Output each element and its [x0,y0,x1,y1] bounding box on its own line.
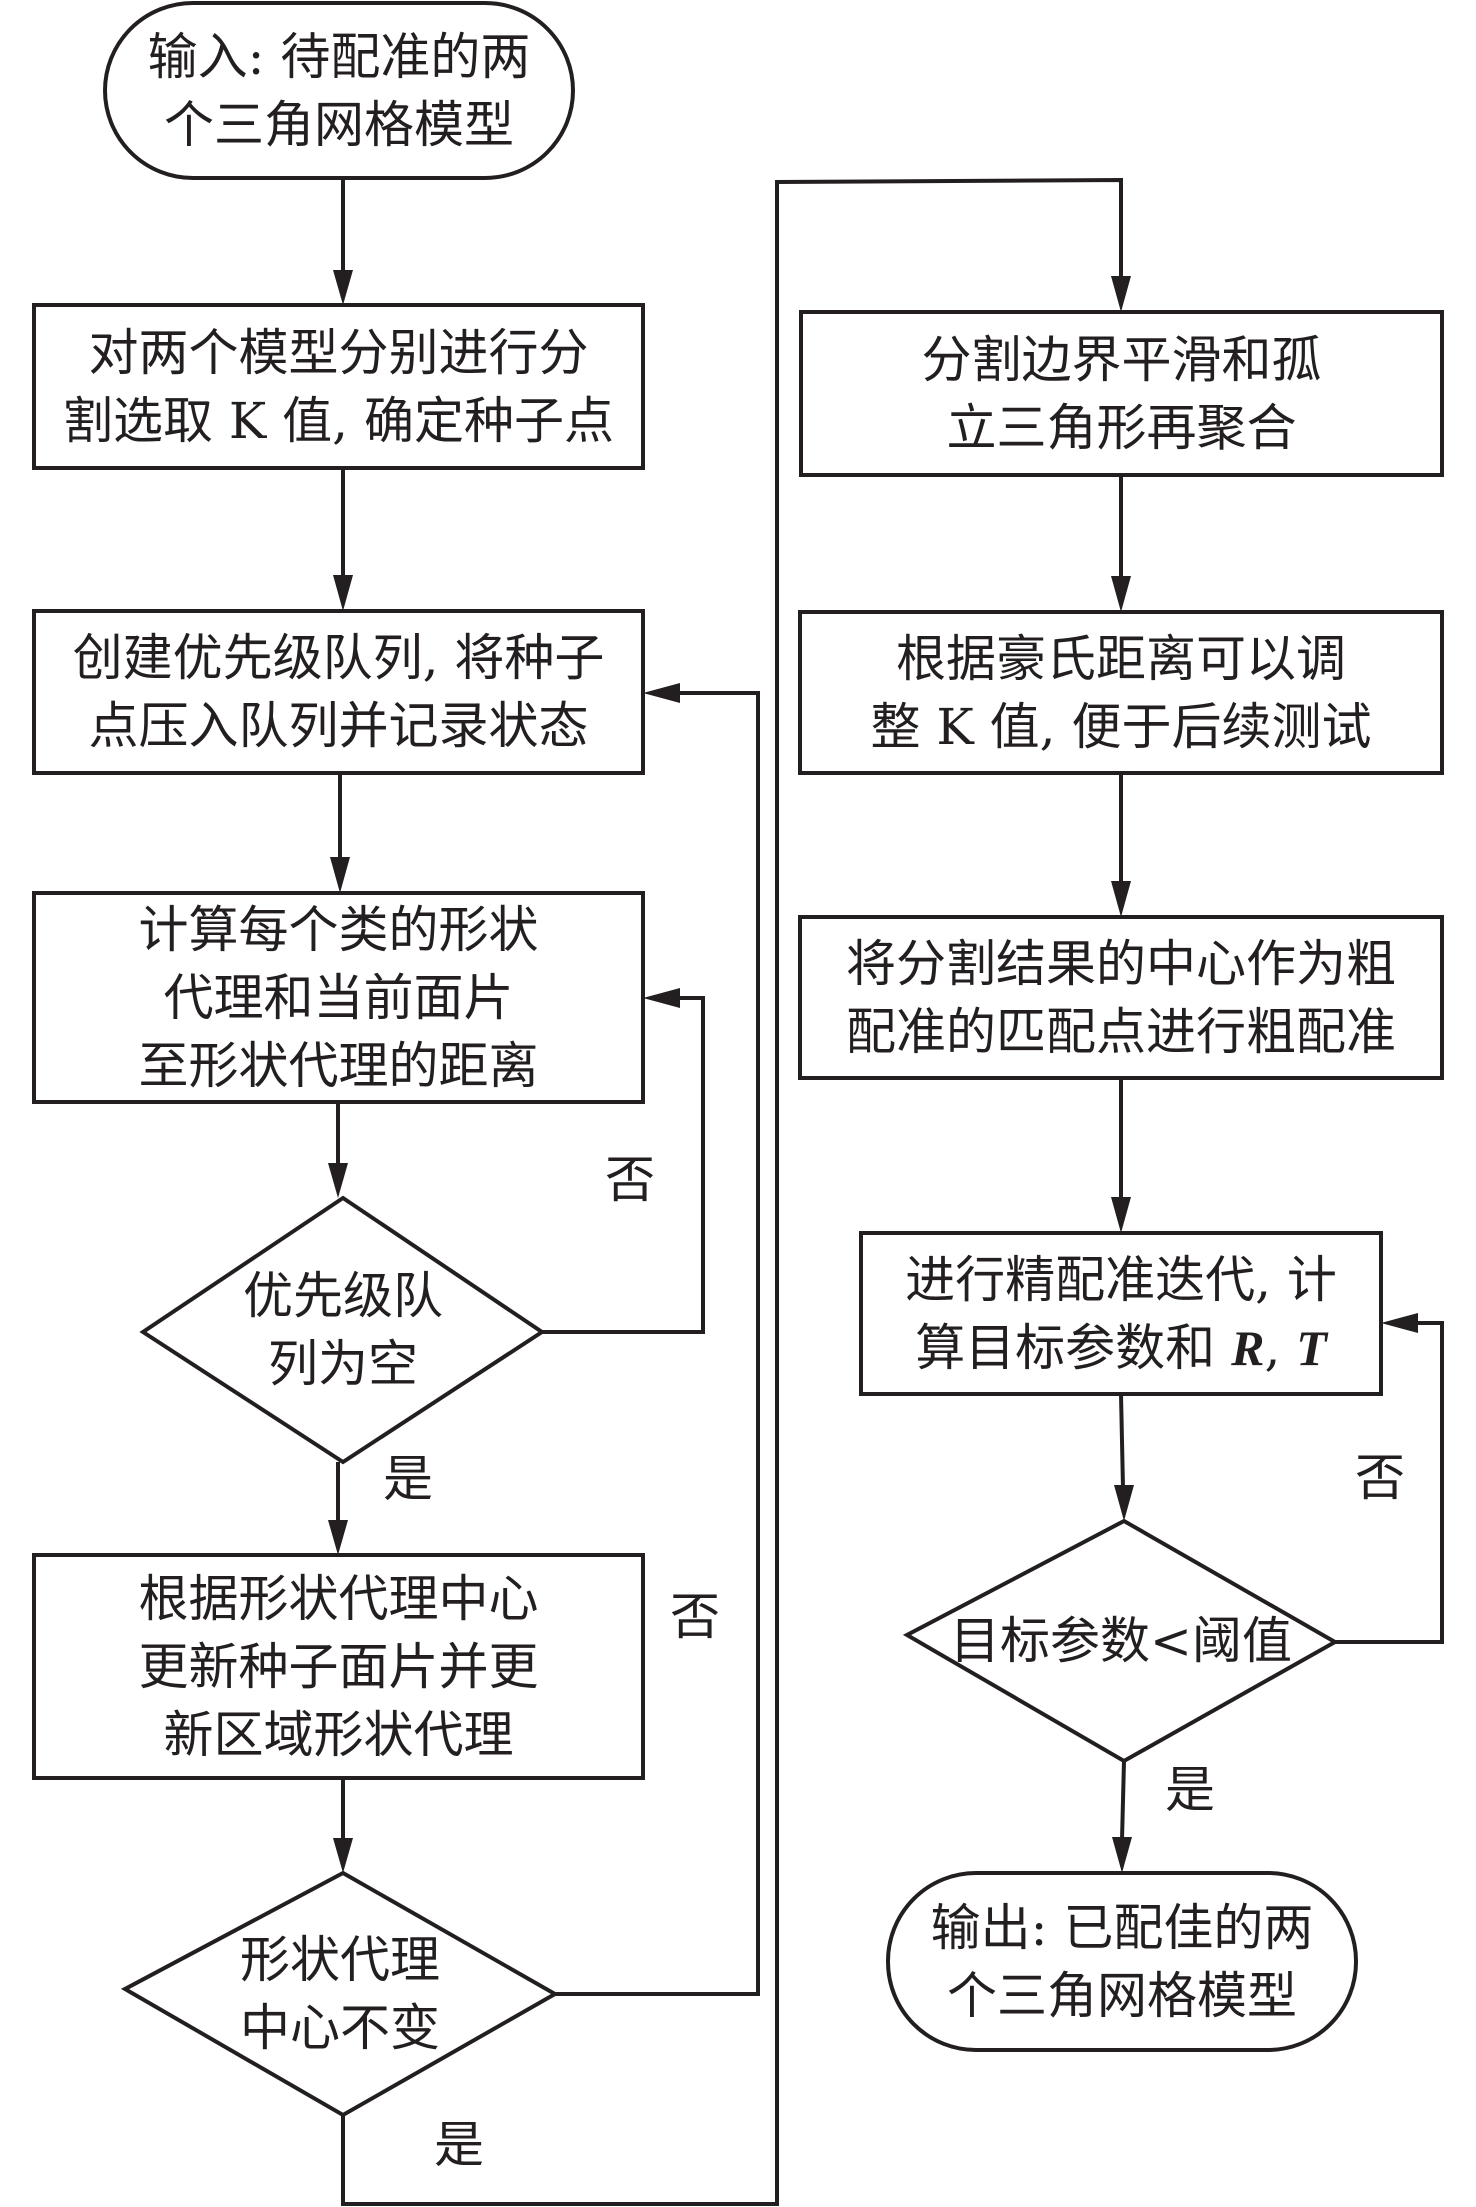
threshold-decision: 目标参数<阈值 [907,1521,1335,1761]
compute-proxy-line-3: 至形状代理的距离 [138,1036,539,1095]
edge-update-seed-to-center-unchanged [333,1778,353,1873]
output-line-1: 输出: 已配佳的两 [930,1898,1314,1957]
fine-register-box-shape [859,1231,1383,1396]
queue-empty-line-2: 列为空 [268,1335,418,1393]
queue-empty-diamond-shape [139,1195,546,1465]
translation-symbol: T [1296,1319,1327,1376]
create-queue-box: 创建优先级队列, 将种子 点压入队列并记录状态 [34,611,643,773]
input-line-1: 输入: 待配准的两 [147,27,531,86]
input-terminal: 输入: 待配准的两 个三角网格模型 [105,3,573,178]
threshold-no-label: 否 [1355,1449,1405,1507]
math-separator: , [1264,1318,1297,1377]
adjust-k-line-2: 整 K 值, 便于后续测试 [870,697,1372,756]
update-seed-line-1: 根据形状代理中心 [138,1569,539,1628]
queue-empty-decision: 优先级队 列为空 [143,1198,543,1462]
center-unchanged-line-1: 形状代理 [240,1931,440,1989]
create-queue-line-1: 创建优先级队列, 将种子 [72,629,605,687]
fine-register-box: 进行精配准迭代, 计 算目标参数和 R, T [861,1233,1381,1394]
smooth-boundary-box: 分割边界平滑和孤 立三角形再聚合 [801,312,1442,475]
coarse-register-box-shape [798,915,1444,1080]
edge-queue-empty-yes [328,1462,348,1555]
fine-register-line-2: 算目标参数和 R, T [915,1314,1327,1382]
segment-box-shape [32,303,645,470]
edge-coarse-to-fine [1111,1078,1131,1233]
center-unchanged-line-2: 中心不变 [240,1999,440,2057]
queue-empty-yes-label: 是 [383,1450,433,1508]
output-terminal: 输出: 已配佳的两 个三角网格模型 [888,1873,1356,2050]
edge-adjust-k-to-coarse [1111,773,1131,917]
edge-threshold-yes-to-output [1112,1760,1132,1873]
smooth-boundary-line-2: 立三角形再聚合 [946,398,1297,457]
adjust-k-box-shape [798,610,1444,775]
edge-center-unchanged-yes-to-right-column [341,177,1131,2206]
coarse-register-line-2: 配准的匹配点进行粗配准 [846,1002,1396,1061]
coarse-register-box: 将分割结果的中心作为粗 配准的匹配点进行粗配准 [800,917,1442,1078]
fine-register-line-2-text: 算目标参数和 [915,1318,1216,1377]
edge-segment-to-create-queue [333,468,353,611]
rotation-symbol: R [1231,1319,1265,1376]
edge-smooth-to-adjust-k [1111,475,1131,612]
queue-empty-line-1: 优先级队 [243,1267,443,1325]
center-unchanged-no-label: 否 [670,1588,720,1646]
input-terminal-shape [103,1,575,180]
update-seed-box-shape [32,1553,645,1780]
threshold-yes-label: 是 [1165,1761,1215,1819]
center-unchanged-decision: 形状代理 中心不变 [125,1873,555,2115]
output-line-2: 个三角网格模型 [947,1966,1297,2025]
smooth-boundary-line-1: 分割边界平滑和孤 [921,330,1322,389]
update-seed-line-3: 新区域形状代理 [163,1705,514,1764]
create-queue-line-2: 点压入队列并记录状态 [88,697,589,755]
compute-proxy-line-1: 计算每个类的形状 [138,900,539,959]
update-seed-line-2: 更新种子面片并更 [138,1637,539,1696]
edge-center-unchanged-no-loop [555,683,760,1996]
edge-compute-proxy-to-queue-empty [328,1102,348,1198]
segment-box: 对两个模型分别进行分 割选取 K 值, 确定种子点 [34,305,643,468]
segment-line-2: 割选取 K 值, 确定种子点 [63,391,614,450]
update-seed-box: 根据形状代理中心 更新种子面片并更 新区域形状代理 [34,1555,643,1778]
edge-fine-to-threshold [1114,1393,1134,1521]
compute-proxy-box-shape [32,891,645,1104]
threshold-line-1: 目标参数<阈值 [950,1612,1292,1670]
adjust-k-box: 根据豪氏距离可以调 整 K 值, 便于后续测试 [800,612,1442,773]
queue-empty-no-label: 否 [605,1151,655,1209]
fine-register-line-1: 进行精配准迭代, 计 [905,1250,1337,1309]
edge-queue-empty-no-loop [542,988,705,1334]
compute-proxy-line-2: 代理和当前面片 [163,968,514,1027]
input-line-2: 个三角网格模型 [164,95,514,154]
compute-proxy-box: 计算每个类的形状 代理和当前面片 至形状代理的距离 [34,893,643,1102]
center-unchanged-yes-label: 是 [434,2116,484,2174]
create-queue-box-shape [32,609,645,775]
coarse-register-line-1: 将分割结果的中心作为粗 [846,934,1396,993]
edge-create-queue-to-compute-proxy [330,773,350,893]
segment-line-1: 对两个模型分别进行分 [88,323,589,382]
edge-input-to-segment [333,178,353,305]
edge-threshold-no-loop [1335,1313,1444,1644]
adjust-k-line-1: 根据豪氏距离可以调 [896,629,1346,688]
